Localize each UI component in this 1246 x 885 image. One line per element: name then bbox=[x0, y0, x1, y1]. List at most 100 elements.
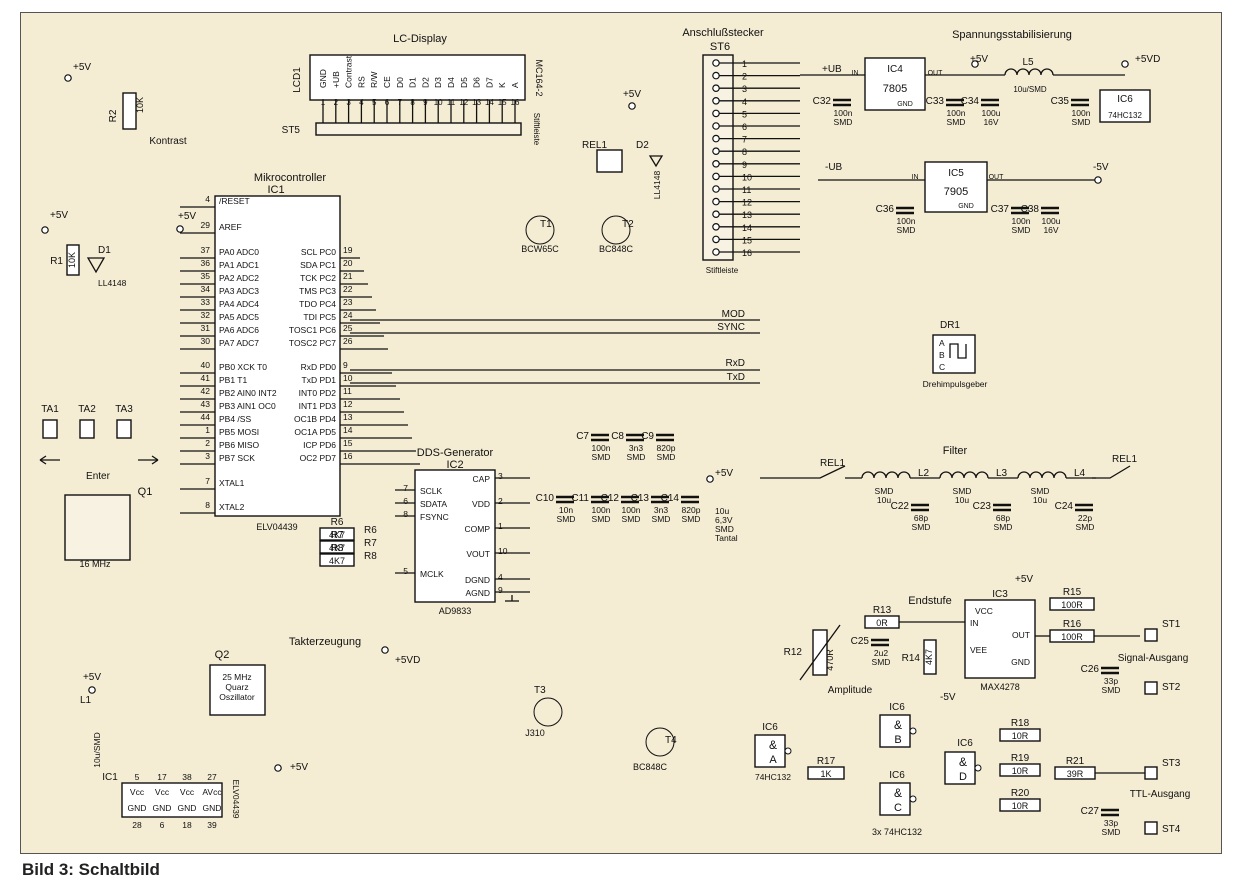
endstufe-ic3 bbox=[964, 599, 1036, 679]
mcu-left-pin-name-8: PA6 ADC6 bbox=[219, 325, 259, 335]
resistor-ref-r13: R13 bbox=[873, 605, 892, 616]
dds-right-pin-name-0: CAP bbox=[473, 474, 491, 484]
ttl-gate-d-ref: IC6 bbox=[957, 738, 973, 749]
filter-inductor-ref-2: L4 bbox=[1074, 468, 1086, 479]
relay-rail-plus5: +5V bbox=[623, 89, 641, 100]
filter-title: Filter bbox=[943, 445, 968, 457]
resistor-ref-r7: R7 bbox=[331, 530, 344, 541]
clock-title: Takterzeugung bbox=[289, 636, 361, 648]
power-ic1-top-pin-3: 27 bbox=[207, 772, 217, 782]
resistor-value-r16: 100R bbox=[1061, 632, 1083, 642]
mcu-right-pin-name-10: INT0 PD2 bbox=[299, 388, 337, 398]
lcd-header-st5 bbox=[315, 122, 522, 136]
power-ic1-rail-plus5: +5V bbox=[290, 762, 308, 773]
mcu-left-pin-num-5: 34 bbox=[201, 284, 211, 294]
power-ic1-bottom-pin-0: 28 bbox=[132, 820, 142, 830]
power-ic1-top-pin-0: 5 bbox=[135, 772, 140, 782]
connector-pin-num-6: 7 bbox=[742, 135, 747, 145]
resistor-r20 bbox=[999, 798, 1041, 812]
resistor-ref-r20: R20 bbox=[1011, 788, 1030, 799]
power-ic1-bottom-pin-2: 18 bbox=[182, 820, 192, 830]
connector-pin-num-13: 14 bbox=[742, 223, 752, 233]
dds-ref: IC2 bbox=[446, 459, 463, 471]
power-ic1-part: ELV04439 bbox=[231, 779, 241, 818]
mcu-left-pin-name-11: PB1 T1 bbox=[219, 375, 247, 385]
relay-ref: REL1 bbox=[582, 140, 607, 151]
supply-title: Spannungsstabilisierung bbox=[952, 29, 1072, 41]
connector-pin bbox=[971, 60, 979, 68]
nand-gate-d bbox=[944, 751, 976, 785]
regulator-ic4 bbox=[864, 57, 926, 111]
capacitor-ref-c13: C13 bbox=[631, 493, 650, 504]
amplitude-value: 470R bbox=[825, 649, 835, 671]
capacitor-ref-c26: C26 bbox=[1081, 664, 1100, 675]
ic5-out: OUT bbox=[989, 174, 1005, 181]
mcu-left-pin-name-12: PB2 AIN0 INT2 bbox=[219, 388, 277, 398]
mcu-left-pin-name-0: /RESET bbox=[219, 196, 250, 206]
mcu-right-pin-num-8: 9 bbox=[343, 360, 348, 370]
c-tantal-value-2: 6,3V bbox=[715, 515, 733, 525]
capacitor-value-c27: SMD bbox=[1102, 827, 1121, 837]
filter-inductor-value-1: SMD bbox=[953, 486, 972, 496]
mcu-right-pin-name-4: TDO PC4 bbox=[299, 299, 336, 309]
lcd-pin-11: D5 bbox=[459, 77, 469, 88]
dds-right-pin-num-0: 3 bbox=[498, 471, 503, 481]
crystal-q1-ref: Q1 bbox=[138, 486, 153, 498]
filter-inductor-sub-2: 10u bbox=[1033, 495, 1047, 505]
capacitor-value-c13: 3n3 bbox=[654, 505, 668, 515]
mcu-right-pin-num-4: 23 bbox=[343, 297, 353, 307]
dds-left-pin-num-0: 7 bbox=[403, 483, 408, 493]
supply-minus5: -5V bbox=[1093, 162, 1109, 173]
clock-oscillator-q2 bbox=[209, 664, 266, 716]
resistor-value-r17: 1K bbox=[820, 769, 831, 779]
connector-ref: ST6 bbox=[710, 41, 730, 53]
resistor-ref-r21: R21 bbox=[1066, 756, 1085, 767]
connector-pin bbox=[712, 134, 720, 143]
lcd-header-note: Stiftleiste bbox=[532, 113, 541, 146]
signal-rxd: RxD bbox=[726, 358, 745, 369]
rotary-pulse-icon bbox=[949, 343, 967, 359]
capacitor-ref-c37: C37 bbox=[991, 204, 1010, 215]
nand-bubble-a bbox=[784, 747, 792, 755]
transistor-t1-part: BCW65C bbox=[521, 244, 559, 254]
supply-neg-ub: -UB bbox=[825, 162, 843, 173]
power-ic1-top-name-2: Vcc bbox=[180, 787, 195, 797]
connector-pin bbox=[712, 84, 720, 93]
transistor-t3 bbox=[533, 697, 563, 727]
mcu-left-pin-num-19: 8 bbox=[205, 500, 210, 510]
ic6-power-block bbox=[1099, 89, 1151, 123]
lcd-module bbox=[309, 54, 526, 101]
capacitor-value-c7: 100n bbox=[592, 443, 611, 453]
dds-right-pin-name-4: DGND bbox=[465, 575, 490, 585]
connector-pin bbox=[706, 475, 714, 483]
connector-pin-num-1: 2 bbox=[742, 72, 747, 82]
filter-inductor-0 bbox=[861, 471, 911, 479]
lcd-pin-3: RS bbox=[356, 76, 366, 88]
power-ic1-top-pin-1: 17 bbox=[157, 772, 167, 782]
ic4-part: 7805 bbox=[883, 83, 907, 95]
connector-pin bbox=[712, 223, 720, 231]
ic3-part: MAX4278 bbox=[980, 682, 1020, 692]
capacitor-ref-c25: C25 bbox=[851, 636, 870, 647]
dds-right-pin-name-1: VDD bbox=[472, 499, 490, 509]
connector-pin bbox=[712, 235, 720, 244]
mcu-right-pin-num-2: 21 bbox=[343, 271, 353, 281]
relay-diode-icon bbox=[648, 155, 664, 168]
signal-st1: ST1 bbox=[1162, 619, 1181, 630]
transistor-t2-ref: T2 bbox=[622, 219, 634, 230]
mcu-left-pin-num-8: 31 bbox=[201, 323, 211, 333]
dds-left-pin-num-3: 5 bbox=[403, 566, 408, 576]
dds-left-pin-num-1: 6 bbox=[403, 496, 408, 506]
ttl-gate-a-part: 74HC132 bbox=[755, 772, 791, 782]
mcu-right-pin-name-6: TOSC1 PC6 bbox=[289, 325, 336, 335]
button-ta1-label: TA1 bbox=[41, 404, 59, 415]
mcu-left-pin-name-9: PA7 ADC7 bbox=[219, 338, 259, 348]
power-ic1-ref: IC1 bbox=[102, 772, 118, 783]
power-ic1-top-name-1: Vcc bbox=[155, 787, 170, 797]
capacitor-value-c32: 100n bbox=[834, 108, 853, 118]
endstufe-ref: IC3 bbox=[992, 589, 1008, 600]
connector-pin bbox=[712, 197, 720, 206]
mcu-left-pin-name-3: PA1 ADC1 bbox=[219, 260, 259, 270]
mcu-left-pin-num-12: 42 bbox=[201, 386, 211, 396]
ttl-gate-c-ref: IC6 bbox=[889, 770, 905, 781]
